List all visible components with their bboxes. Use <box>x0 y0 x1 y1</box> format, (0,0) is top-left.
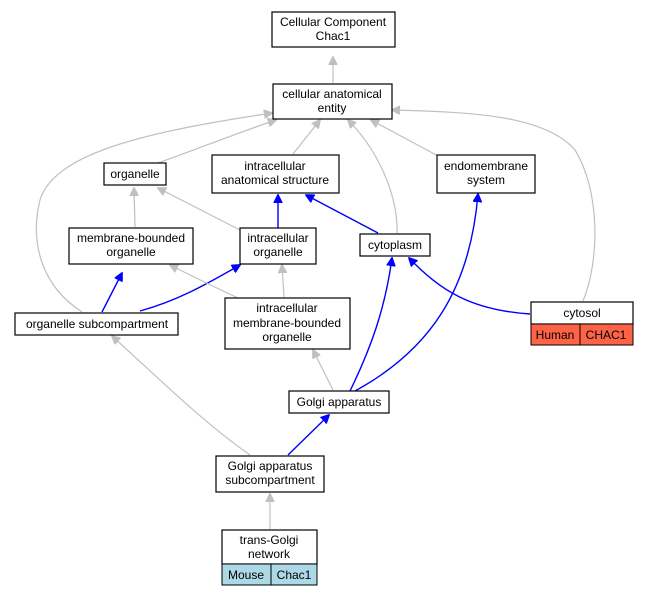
node-cellular-anatomical-entity[interactable]: cellular anatomical entity <box>272 83 393 120</box>
node-label-line: intracellular <box>244 159 305 173</box>
edge-imbo-to-mbo <box>170 265 239 299</box>
annotation-chac1-cell <box>579 323 634 346</box>
node-label-line: Chac1 <box>316 29 351 43</box>
node-label-line: organelle <box>110 167 160 181</box>
node-label-line: intracellular <box>256 301 317 315</box>
edge-golgi-to-endo <box>354 194 478 392</box>
node-label-line: membrane-bounded <box>233 316 341 330</box>
edge-gas-to-golgi <box>287 415 329 456</box>
node-label-line: system <box>467 173 505 187</box>
annotation-mouse-label: Mouse <box>228 568 264 582</box>
node-label-line: network <box>248 547 291 561</box>
node-label-line: cytoplasm <box>368 238 422 252</box>
node-trans-golgi-network[interactable]: trans-Golgi network Mouse Chac1 <box>221 529 318 586</box>
node-organelle[interactable]: organelle <box>103 162 167 186</box>
edge-cytoplasm-to-cae <box>348 120 398 234</box>
node-label-line: Golgi apparatus <box>297 395 382 409</box>
edge-cytosol-to-cae <box>392 110 596 302</box>
edge-cytoplasm-to-ias <box>306 195 379 234</box>
edge-endo-to-cae <box>371 120 441 158</box>
node-label-line: cellular anatomical <box>282 87 381 101</box>
annotation-chac1-cell <box>270 563 318 586</box>
edge-mbo-to-organelle <box>134 188 135 228</box>
node-label-line: anatomical structure <box>221 173 329 187</box>
node-label-line: subcompartment <box>225 473 315 487</box>
edge-io-to-organelle <box>158 188 241 231</box>
node-label-line: membrane-bounded <box>77 231 185 245</box>
node-label-line: entity <box>318 101 347 115</box>
edge-gas-to-osc <box>112 336 251 456</box>
edge-osc-to-io <box>139 265 240 312</box>
node-intracellular-organelle[interactable]: intracellular organelle <box>239 227 317 265</box>
node-label-line: Cellular Component <box>280 15 387 29</box>
node-label-line: trans-Golgi <box>240 533 299 547</box>
edge-golgi-to-imbo <box>313 350 334 391</box>
node-golgi-apparatus-subcompartment[interactable]: Golgi apparatus subcompartment <box>215 455 325 493</box>
node-label-line: organelle <box>253 245 303 259</box>
node-cellular-component-chac1[interactable]: Cellular Component Chac1 <box>271 11 396 48</box>
edge-golgi-to-cytoplasm <box>349 258 392 392</box>
edge-ias-to-cae <box>292 120 320 155</box>
node-label-line: cytosol <box>563 306 600 320</box>
node-golgi-apparatus[interactable]: Golgi apparatus <box>288 390 390 414</box>
node-cytoplasm[interactable]: cytoplasm <box>359 233 431 257</box>
edge-cytosol-to-cytoplasm <box>409 258 531 315</box>
edges <box>35 57 596 529</box>
node-label-line: Golgi apparatus <box>228 459 313 473</box>
edge-osc-to-cae <box>35 113 272 313</box>
node-endomembrane-system[interactable]: endomembrane system <box>436 154 536 194</box>
node-label-line: endomembrane <box>444 159 528 173</box>
edge-imbo-to-io <box>282 265 284 298</box>
node-label-line: organelle <box>262 330 312 344</box>
edge-organelle-to-cae <box>157 120 276 164</box>
node-cytosol[interactable]: cytosol Human CHAC1 <box>530 301 634 346</box>
node-organelle-subcompartment[interactable]: organelle subcompartment <box>14 312 179 336</box>
node-label-line: organelle subcompartment <box>26 317 169 331</box>
annotation-human-label: Human <box>536 328 575 342</box>
annotation-chac1-label: Chac1 <box>277 568 312 582</box>
node-membrane-bounded-organelle[interactable]: membrane-bounded organelle <box>68 227 194 265</box>
node-label-line: organelle <box>106 245 156 259</box>
annotation-chac1-label: CHAC1 <box>586 328 627 342</box>
nodes: Cellular Component Chac1 cellular anatom… <box>14 11 634 586</box>
node-intracellular-membrane-bounded-organelle[interactable]: intracellular membrane-bounded organelle <box>224 297 351 350</box>
edge-osc-to-mbo <box>101 273 122 313</box>
node-intracellular-anatomical-structure[interactable]: intracellular anatomical structure <box>211 154 340 194</box>
node-label-line: intracellular <box>247 231 308 245</box>
